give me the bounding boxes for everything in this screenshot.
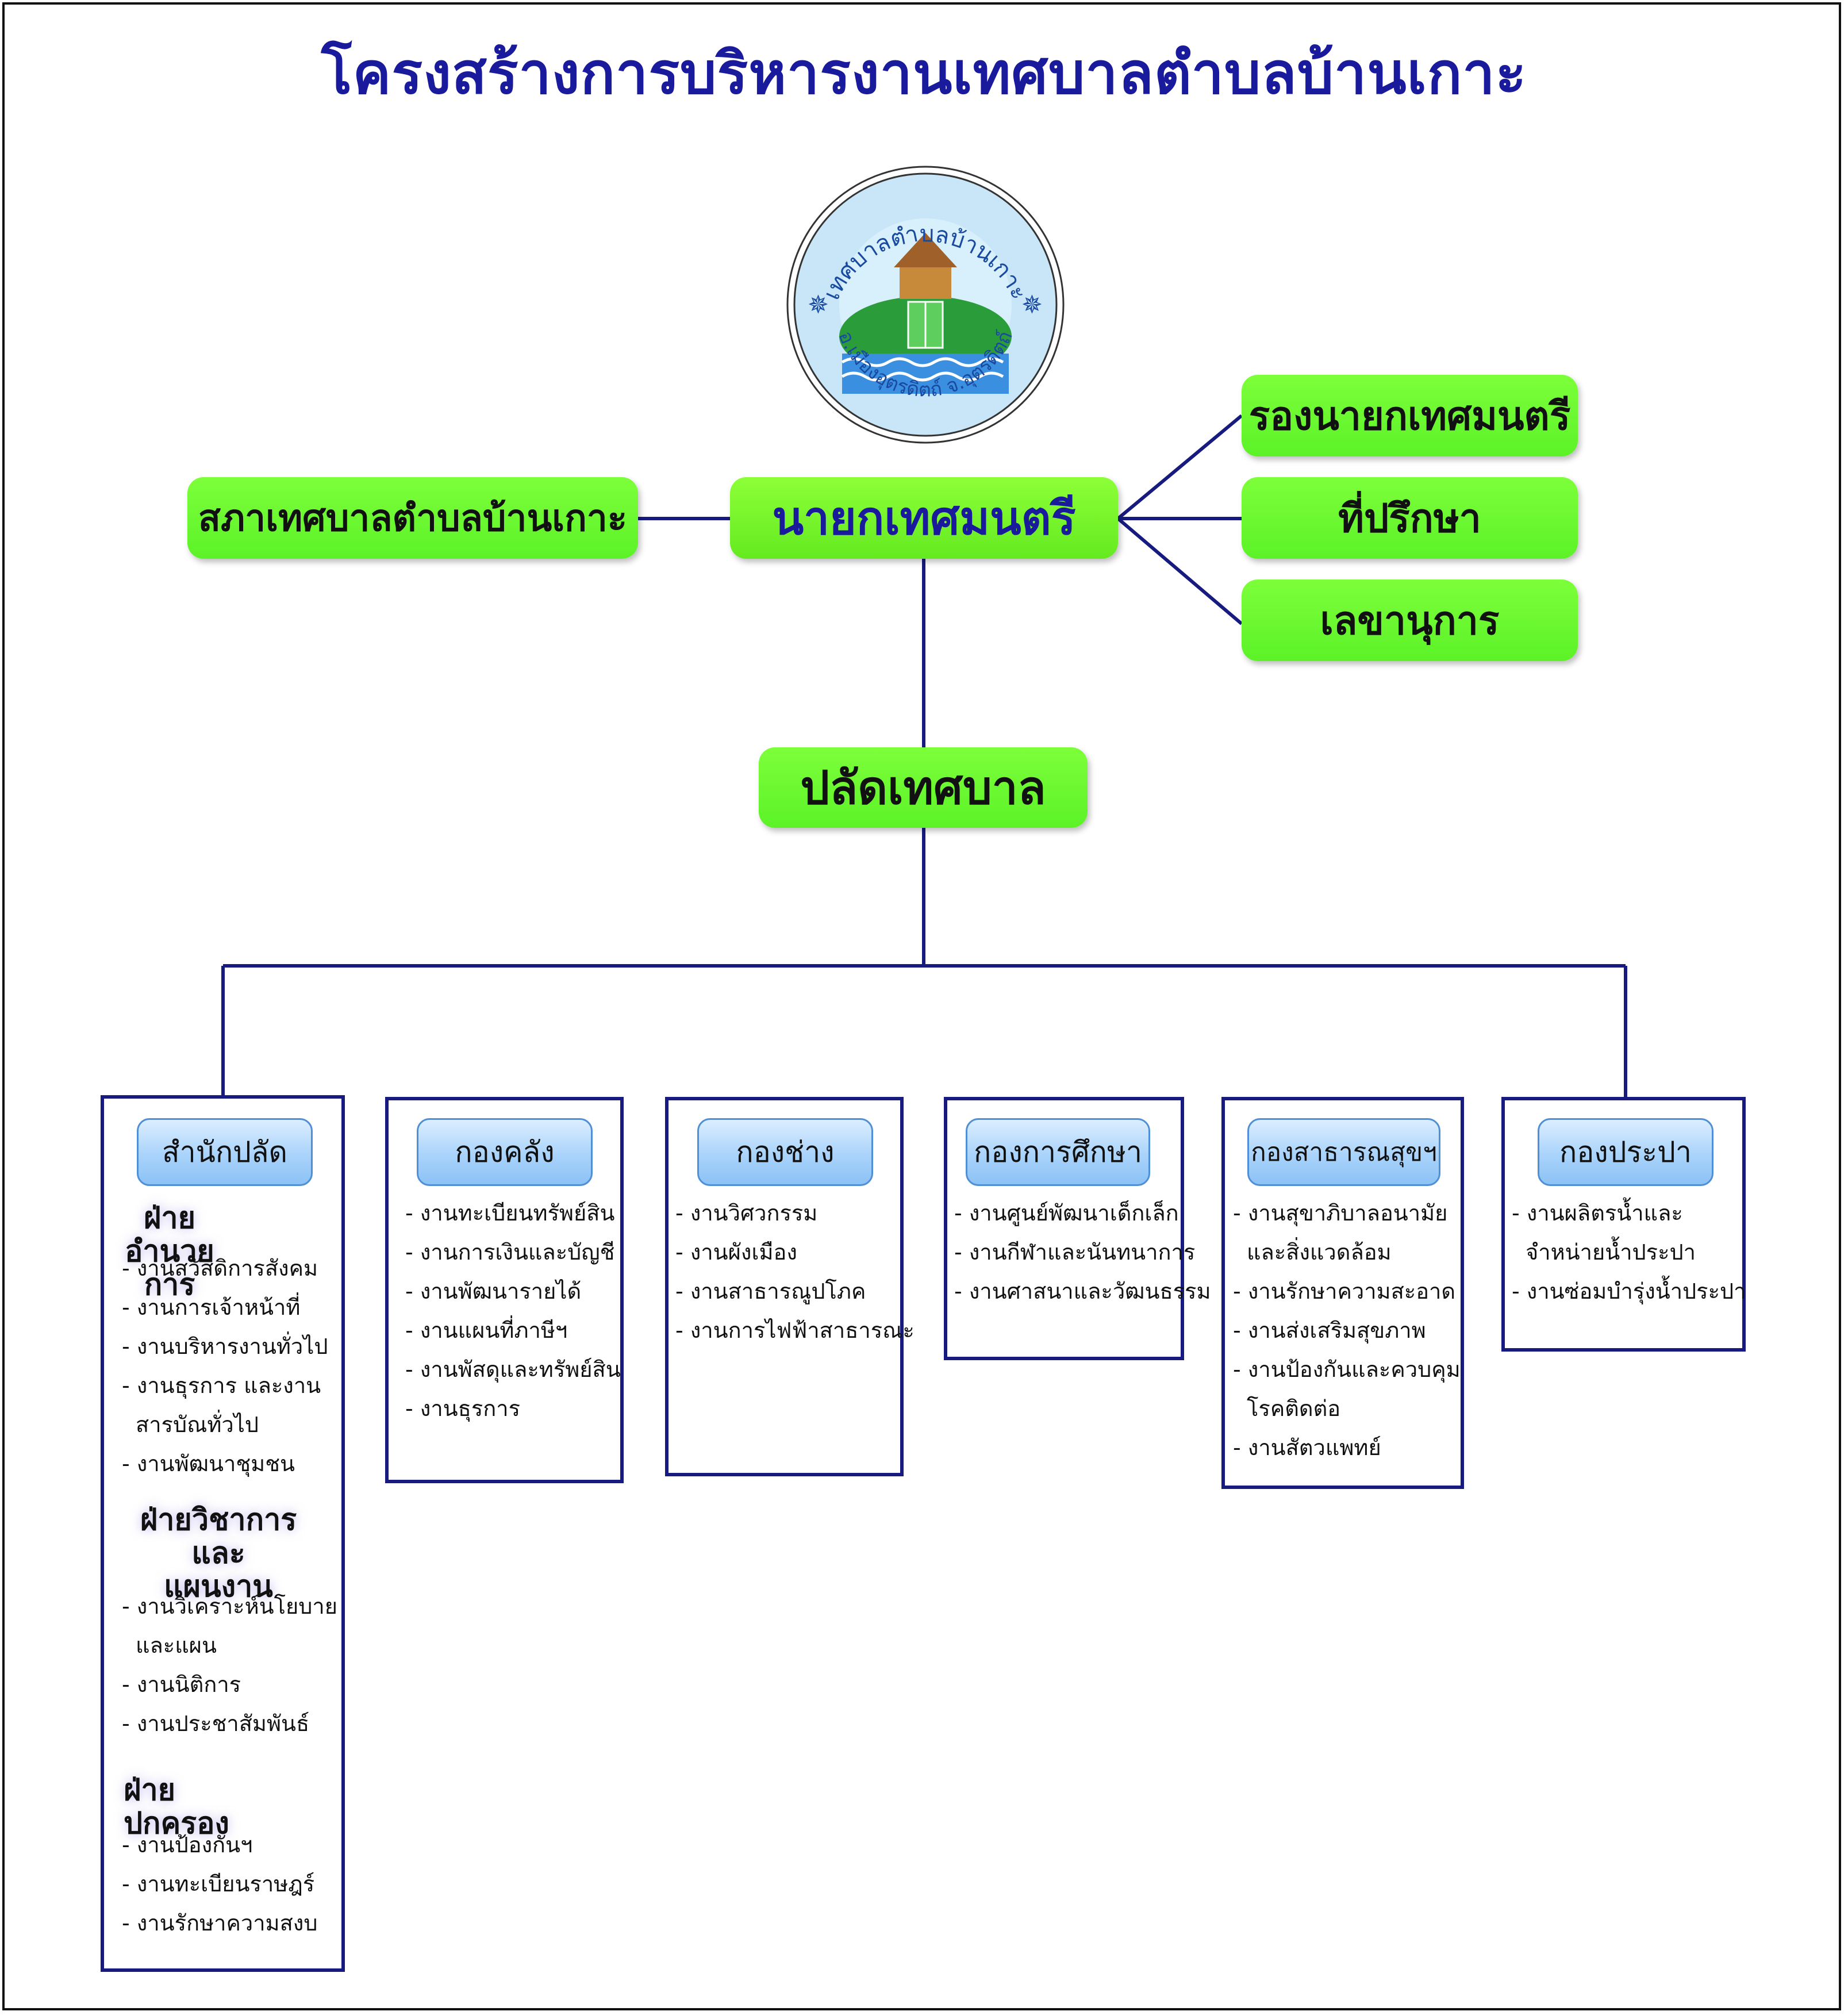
dept-list-engineering: - งานวิศวกรรม - งานผังเมือง - งานสาธารณู… — [675, 1193, 915, 1350]
mayor-label: นายกเทศมนตรี — [772, 491, 1076, 545]
mayor-deputy-line — [1117, 414, 1243, 520]
list-item: - งานป้องกันและควบคุม — [1233, 1357, 1461, 1382]
logo-left-star: ✵ — [808, 290, 829, 320]
section-title-admin-text: ฝ่ายอำนวยการ — [125, 1201, 214, 1302]
section-title-planning-text: ฝ่ายวิชาการและ — [140, 1503, 297, 1571]
list-item: - งานสาธารณูปโภค — [675, 1279, 866, 1304]
clerk-label: ปลัดเทศบาล — [800, 761, 1046, 815]
list-item: และสิ่งแวดล้อม — [1247, 1239, 1392, 1265]
dept-title-engineering: กองช่าง — [697, 1118, 873, 1186]
list-item: - งานวิเคราะห์นโยบาย — [122, 1594, 337, 1619]
list-item: - งานรักษาความสงบ — [122, 1910, 318, 1936]
dept-list-waterworks: - งานผลิตรน้ำและ จำหน่ายน้ำประปา - งานซ่… — [1512, 1193, 1746, 1311]
list-item: - งานพัสดุและทรัพย์สิน — [405, 1357, 621, 1382]
dept-title-health: กองสาธารณสุขฯ — [1247, 1118, 1440, 1186]
list-item: - งานธุรการ และงาน — [122, 1373, 321, 1398]
list-item: จำหน่ายน้ำประปา — [1526, 1239, 1696, 1265]
section-title-admin: ฝ่ายอำนวยการ — [109, 1202, 230, 1302]
list-item: - งานนิติการ — [122, 1672, 241, 1697]
list-item: - งานทะเบียนราษฎร์ — [122, 1871, 315, 1897]
list-item: - งานสวัสดิการสังคม — [122, 1256, 318, 1281]
list-item: - งานส่งเสริมสุขภาพ — [1233, 1318, 1426, 1343]
list-item: โรคติดต่อ — [1247, 1396, 1341, 1421]
list-item: - งานศาสนาและวัฒนธรรม — [954, 1279, 1211, 1304]
section-title-governance: ฝ่ายปกครอง — [124, 1774, 273, 1840]
dept-title-finance-label: กองคลัง — [455, 1135, 555, 1169]
list-item: และแผน — [136, 1633, 217, 1658]
list-item: - งานศูนย์พัฒนาเด็กเล็ก — [954, 1200, 1179, 1226]
list-item: - งานผังเมือง — [675, 1239, 797, 1265]
section-title-planning-text-2: แผนงาน — [164, 1569, 273, 1604]
municipality-logo: เทศบาลตำบลบ้านเกาะ อ.เมืองอุตรดิตถ์ จ.อุ… — [785, 164, 1066, 446]
section-title-governance-text: ฝ่ายปกครอง — [124, 1773, 229, 1841]
section-list-admin: - งานสวัสดิการสังคม - งานการเจ้าหน้าที่ … — [122, 1249, 328, 1483]
dept-title-office-label: สำนักปลัด — [162, 1135, 287, 1169]
list-item: สารบัณทั่วไป — [136, 1412, 259, 1437]
dept-title-education-label: กองการศึกษา — [974, 1135, 1142, 1169]
dept-title-office: สำนักปลัด — [137, 1118, 313, 1186]
list-item: - งานพัฒนารายได้ — [405, 1279, 582, 1304]
clerk-node: ปลัดเทศบาล — [759, 747, 1088, 828]
dept-title-waterworks: กองประปา — [1538, 1118, 1713, 1186]
dept-title-engineering-label: กองช่าง — [736, 1135, 835, 1169]
dept-title-health-label: กองสาธารณสุขฯ — [1251, 1138, 1437, 1167]
list-item: - งานการไฟฟ้าสาธารณะ — [675, 1318, 915, 1343]
deputy-mayor-label: รองนายกเทศมนตรี — [1248, 394, 1571, 439]
list-item: - งานพัฒนาชุมชน — [122, 1451, 295, 1476]
dept-title-education: กองการศึกษา — [966, 1118, 1150, 1186]
list-item: - งานประชาสัมพันธ์ — [122, 1711, 310, 1736]
list-item: - งานป้องกันฯ — [122, 1832, 253, 1857]
council-label: สภาเทศบาลตำบลบ้านเกาะ — [198, 497, 628, 540]
list-item: - งานธุรการ — [405, 1396, 521, 1421]
list-item: - งานกีฬาและนันทนาการ — [954, 1239, 1196, 1265]
dept-box-office — [101, 1095, 345, 1972]
advisor-label: ที่ปรึกษา — [1338, 496, 1481, 542]
mayor-node: นายกเทศมนตรี — [730, 477, 1118, 559]
section-title-planning: ฝ่ายวิชาการและ แผนงาน — [124, 1503, 313, 1603]
logo-right-star: ✵ — [1021, 290, 1043, 320]
list-item: - งานบริหารงานทั่วไป — [122, 1334, 328, 1359]
advisor-node: ที่ปรึกษา — [1242, 477, 1578, 559]
dept-title-waterworks-label: กองประปา — [1559, 1135, 1692, 1169]
council-node: สภาเทศบาลตำบลบ้านเกาะ — [187, 477, 638, 559]
section-list-governance: - งานป้องกันฯ - งานทะเบียนราษฎร์ - งานรั… — [122, 1825, 317, 1943]
mayor-secretary-line — [1117, 517, 1243, 625]
deputy-mayor-node: รองนายกเทศมนตรี — [1242, 375, 1578, 456]
page-title: โครงสร้างการบริหารงานเทศบาลตำบลบ้านเกาะ — [321, 40, 1527, 107]
list-item: - งานทะเบียนทรัพย์สิน — [405, 1200, 615, 1226]
secretary-label: เลขานุการ — [1320, 598, 1500, 644]
list-item: - งานการเจ้าหน้าที่ — [122, 1295, 301, 1320]
list-item: - งานสุขาภิบาลอนามัย — [1233, 1200, 1448, 1226]
list-item: - งานรักษาความสะอาด — [1233, 1279, 1456, 1304]
list-item: - งานแผนที่ภาษีฯ — [405, 1318, 568, 1343]
dept-list-education: - งานศูนย์พัฒนาเด็กเล็ก - งานกีฬาและนันท… — [954, 1193, 1211, 1311]
dept-list-health: - งานสุขาภิบาลอนามัย และสิ่งแวดล้อม - งา… — [1233, 1193, 1461, 1467]
list-item: - งานสัตวแพทย์ — [1233, 1435, 1381, 1460]
dept-list-finance: - งานทะเบียนทรัพย์สิน - งานการเงินและบัญ… — [405, 1193, 621, 1428]
secretary-node: เลขานุการ — [1242, 579, 1578, 661]
section-list-planning: - งานวิเคราะห์นโยบาย และแผน - งานนิติการ… — [122, 1587, 337, 1743]
dept-title-finance: กองคลัง — [417, 1118, 593, 1186]
list-item: - งานการเงินและบัญชี — [405, 1239, 615, 1265]
list-item: - งานวิศวกรรม — [675, 1200, 818, 1226]
list-item: - งานซ่อมบำรุ่งน้ำประปา — [1512, 1279, 1746, 1304]
list-item: - งานผลิตรน้ำและ — [1512, 1200, 1683, 1226]
